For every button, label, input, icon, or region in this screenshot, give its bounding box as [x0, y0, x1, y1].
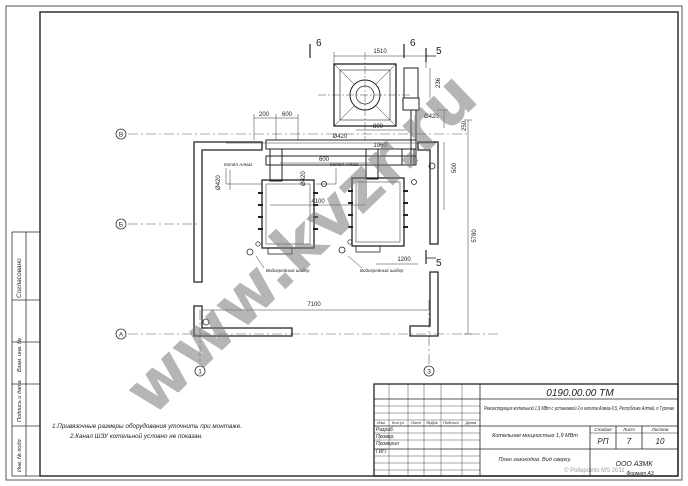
- section-6-a: 6: [316, 38, 322, 49]
- dim-236: 236: [436, 77, 442, 88]
- dim-250: 250: [462, 120, 468, 131]
- header-list: Лист: [410, 420, 422, 425]
- side-stamp-replaced: Взам. инв. №: [17, 338, 23, 372]
- axis-label-3: 3: [427, 369, 431, 376]
- role-proveril: Проверил: [376, 441, 399, 447]
- sheets-value: 10: [656, 437, 665, 446]
- role-razrab: Разраб.: [376, 427, 394, 433]
- label-boiler-2: Котёл Алмаз: [330, 162, 358, 167]
- dim-800: 800: [373, 124, 384, 130]
- building-name: Котельная мощностью 1,9 МВт: [492, 433, 578, 439]
- role-prover: Провер.: [376, 434, 395, 440]
- sheets-label: Листов: [651, 427, 669, 432]
- section-5-b: 5: [436, 258, 442, 269]
- boiler-2: [338, 177, 417, 254]
- label-boiler-1: Котёл Алмаз: [224, 162, 252, 167]
- sheet-value: 7: [627, 437, 632, 446]
- dim-d420c: Ø420: [216, 175, 222, 190]
- section-5-a: 5: [436, 46, 442, 57]
- chimney: [318, 52, 412, 140]
- note-2: 2.Канал ШЗУ котельной условно не показан…: [69, 432, 203, 440]
- dim-d420d: Ø420: [301, 171, 307, 186]
- header-sign: Подпись: [443, 420, 459, 425]
- dim-600b: 600: [319, 157, 330, 163]
- side-stamp-agreed: Согласовано: [16, 258, 23, 298]
- side-stamp-sign-date: Подпись и дата: [17, 380, 23, 422]
- label-burner-2: Водогрейный шибер: [360, 267, 404, 273]
- note-1: 1.Привязочные размеры оборудования уточн…: [52, 422, 242, 430]
- boiler-1: [246, 179, 327, 256]
- dim-1510: 1510: [373, 49, 387, 55]
- section-markers: [309, 44, 427, 264]
- axis-label-b: Б: [119, 222, 123, 229]
- dim-7100: 7100: [307, 302, 321, 308]
- dim-5780: 5780: [472, 229, 478, 243]
- axis-label-1: 1: [198, 369, 202, 376]
- header-kol: Кол.уч: [392, 420, 404, 425]
- role-gip: ГИП: [376, 449, 386, 455]
- axis-bubbles: [115, 128, 435, 377]
- doc-code: 0190.00.00 ТМ: [546, 388, 614, 399]
- leader-lines: [225, 168, 363, 269]
- dimension-lines: [201, 52, 472, 335]
- dim-1960: 1960: [373, 143, 387, 149]
- sheet-label: Лист: [622, 427, 635, 432]
- sheet-title: План газоходов. Вид сверху.: [499, 457, 572, 463]
- section-arrows: [426, 55, 436, 259]
- dim-500: 500: [452, 162, 458, 173]
- copyright: © Pollepoints MS 2011: [564, 467, 625, 474]
- title-block: [373, 383, 679, 477]
- outer-border: [5, 5, 683, 481]
- stage-value: РП: [597, 437, 608, 446]
- watermark: www.kvzr.ru: [110, 57, 492, 430]
- misc-equipment: [202, 162, 436, 326]
- dim-1200: 1200: [397, 257, 411, 263]
- dim-600a: 600: [282, 112, 293, 118]
- axis-label-v: В: [119, 132, 123, 139]
- side-stamp-inv: Инв. № подл.: [17, 438, 23, 472]
- company: ООО АЗМК: [616, 461, 654, 468]
- boiler-2-nozzles: [348, 190, 408, 228]
- dim-200: 200: [259, 112, 270, 118]
- header-date: Дата: [465, 420, 477, 425]
- header-doc: №Док: [426, 420, 438, 425]
- stage-label: Стадия: [594, 427, 612, 432]
- dim-d420a: Ø420: [333, 134, 348, 140]
- format: Формат А3: [626, 471, 654, 477]
- section-6-b: 6: [410, 38, 416, 49]
- dim-4100: 4100: [311, 199, 325, 205]
- gas-ducts: [265, 139, 417, 182]
- header-izm: Изм: [377, 420, 385, 425]
- side-stamp: [11, 231, 41, 477]
- label-burner-1: Водогрейный шибер: [266, 267, 310, 273]
- project-title: Реконструкция котельной 1,9 МВт с устано…: [484, 405, 674, 412]
- dim-d420b: Ø420: [424, 114, 439, 120]
- axis-label-a: А: [119, 332, 124, 339]
